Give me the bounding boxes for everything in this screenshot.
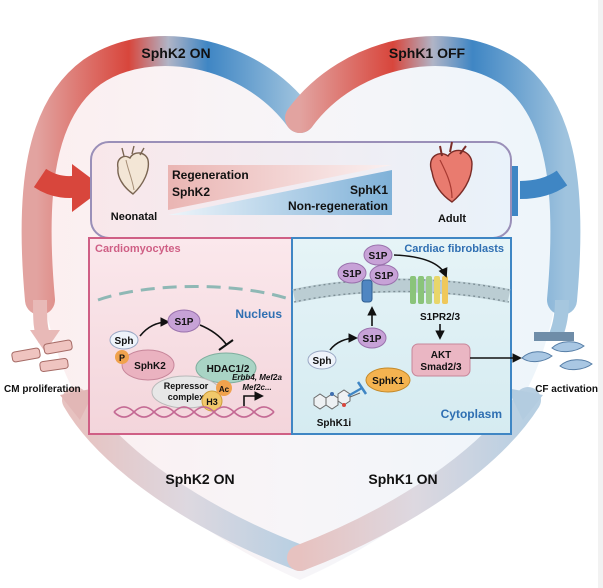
transcription-arrow <box>243 391 264 406</box>
sph-left-node <box>109 330 139 350</box>
red-activation-arrowhead <box>72 164 104 212</box>
cardiomyocytes-label: Cardiomyocytes <box>95 243 181 255</box>
neonatal-label: Neonatal <box>111 211 157 223</box>
sphk1-enzyme <box>365 367 411 393</box>
bottom-right-label: SphK1 ON <box>368 471 437 487</box>
sph-right-label: Sph <box>313 356 332 367</box>
regeneration-label: Regeneration <box>172 168 249 182</box>
sphk2-gradient-label: SphK2 <box>172 185 210 199</box>
dna-helix <box>113 406 275 418</box>
hdac-label: HDAC1/2 <box>207 364 250 375</box>
cf-activation-label: CF activation <box>535 384 598 395</box>
sph-right-node <box>307 350 337 370</box>
s1p-mid-left-label: S1P <box>343 269 362 280</box>
p-badge-label: P <box>119 353 125 363</box>
s1pr-receptor <box>410 276 448 304</box>
blue-inhibit-stem <box>519 170 568 199</box>
bottom-right-arrowhead <box>507 388 543 420</box>
left-side-arrowhead <box>30 330 60 352</box>
s1p-left-label: S1P <box>175 317 194 328</box>
h3-label: H3 <box>206 397 218 407</box>
top-right-label: SphK1 OFF <box>389 45 466 61</box>
s1p-top-node <box>363 244 393 266</box>
nucleus-envelope <box>97 285 293 302</box>
cytoplasm-label: Cytoplasm <box>441 407 502 421</box>
sphk1-enzyme-label: SphK1 <box>372 376 404 387</box>
sph-to-s1p-right-arrow <box>329 333 358 351</box>
s1p-mid-left-node <box>337 262 367 284</box>
repressor-label-1: Repressor <box>164 381 209 391</box>
sphk2-enzyme <box>121 349 175 381</box>
s1p-inner-label: S1P <box>363 334 382 345</box>
blue-inhibit-bar <box>508 166 518 216</box>
cardiac-fibroblasts-label: Cardiac fibroblasts <box>404 243 504 255</box>
s1p-mid-right-node <box>369 264 399 286</box>
s1p-inhibits-hdac <box>199 324 227 345</box>
bottom-left-label: SphK2 ON <box>165 471 234 487</box>
molecule-atom-o <box>342 403 346 407</box>
cm-cells-icon <box>11 339 73 373</box>
top-left-arc <box>21 35 315 315</box>
adult-label: Adult <box>438 213 466 225</box>
s1p-transporter <box>361 279 373 303</box>
genes-label-2: Mef2c... <box>242 383 271 392</box>
adult-heart-icon <box>429 141 473 203</box>
akt-smad-box <box>411 343 471 377</box>
cell-membrane <box>292 278 511 303</box>
s1p-left-node <box>167 309 201 333</box>
sphk1i-label: SphK1i <box>317 418 352 429</box>
bottom-left-arrowhead <box>60 388 96 420</box>
s1p-to-receptor-arrow <box>393 254 448 278</box>
s1pr-label: S1PR2/3 <box>420 312 460 323</box>
sphk2-enzyme-label: SphK2 <box>134 361 166 372</box>
s1p-inner-node <box>357 327 387 349</box>
regeneration-gradient <box>168 165 392 210</box>
right-edge-strip <box>598 0 603 588</box>
s1p-top-label: S1P <box>369 251 388 262</box>
sphk1i-molecule-icon <box>313 389 361 410</box>
cm-proliferation-label: CM proliferation <box>4 384 81 395</box>
s1p-mid-right-label: S1P <box>375 271 394 282</box>
top-left-label: SphK2 ON <box>141 45 210 61</box>
sphk1-gradient-label: SphK1 <box>350 183 388 197</box>
molecule-atom-n <box>330 392 334 396</box>
sphk1i-inhibit-line <box>347 387 363 397</box>
sph-to-s1p-arrow <box>139 317 170 337</box>
smad-label: Smad2/3 <box>420 362 462 373</box>
non-regeneration-label: Non-regeneration <box>288 199 388 213</box>
ac-label: Ac <box>219 385 230 394</box>
sph-left-label: Sph <box>115 336 134 347</box>
repressor-label-2: complex <box>168 392 205 402</box>
right-side-inhibit-bar <box>534 332 574 341</box>
s1p-inhibit-bar <box>218 339 234 351</box>
cf-cells-icon <box>521 341 593 371</box>
ac-badge <box>216 380 232 396</box>
p-badge <box>115 350 129 364</box>
akt-label: AKT <box>431 350 452 361</box>
nucleus-label: Nucleus <box>235 307 282 321</box>
genes-label-1: Erbb4, Mef2a <box>232 373 282 382</box>
top-right-arc <box>285 35 581 315</box>
neonatal-heart-icon <box>116 145 150 195</box>
non-regeneration-gradient <box>168 170 392 215</box>
right-side-arc <box>549 299 569 338</box>
sphk1i-inhibit-bar <box>356 381 368 395</box>
